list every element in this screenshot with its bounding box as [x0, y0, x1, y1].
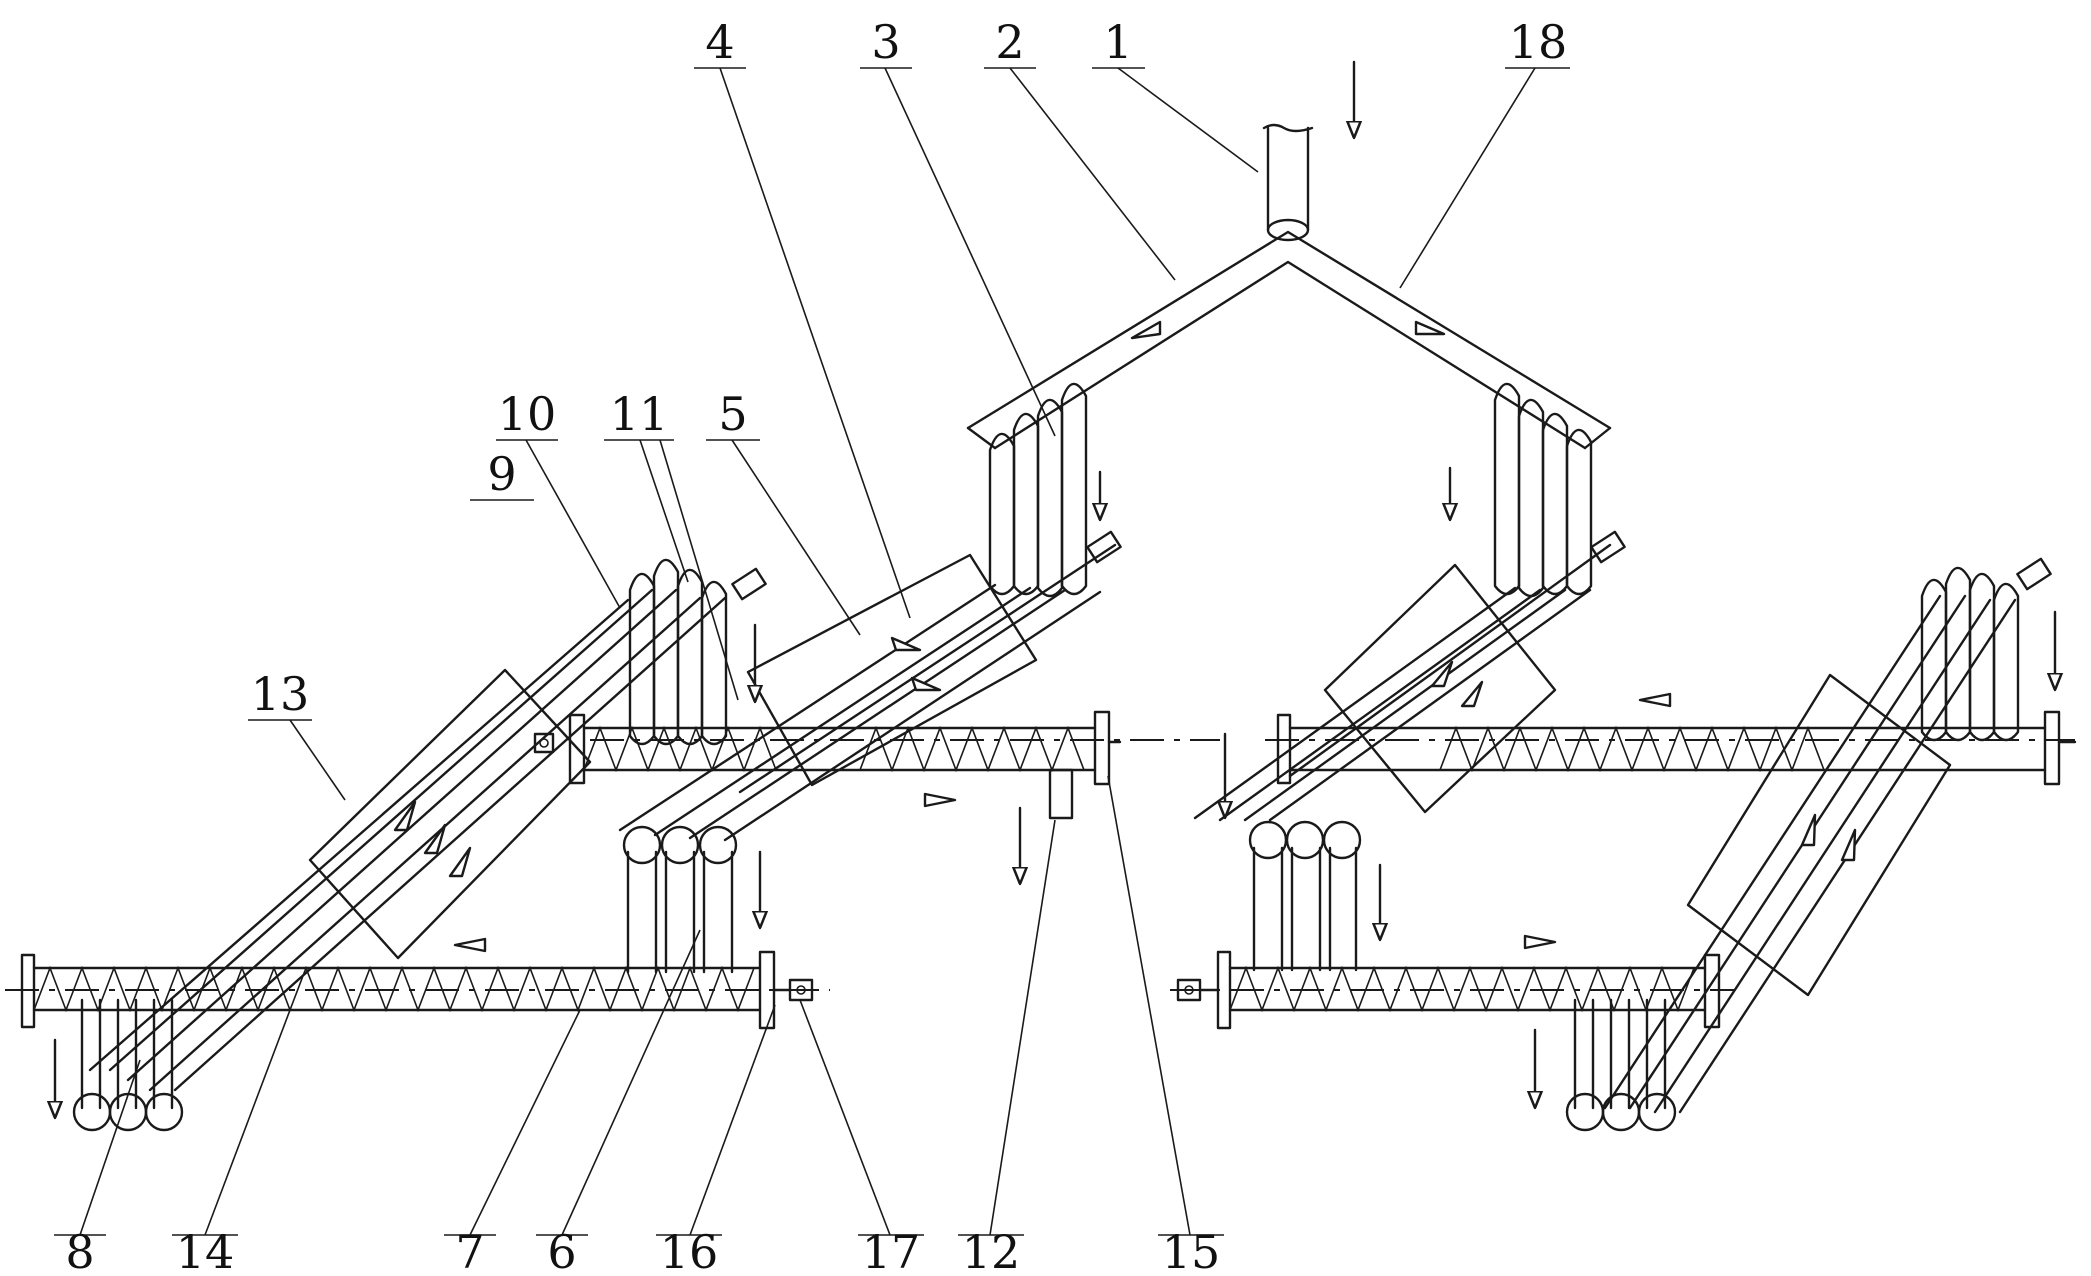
- heating-jacket-lower-right: [1686, 673, 1952, 997]
- label-5: 5: [718, 387, 747, 441]
- label-18: 18: [1509, 15, 1568, 69]
- flow-arrows-lower-screw-right: [1523, 934, 1557, 1110]
- y-distributor: [966, 230, 1612, 450]
- screw-conveyor-lower-right: [1176, 950, 1721, 1030]
- vertical-tube-bank-upper-far-right: [1920, 557, 2052, 742]
- flow-arrows-lower-left: [393, 800, 472, 878]
- vertical-tube-bank-mid-right: [1248, 820, 1380, 972]
- heating-jacket-lower-left: [308, 668, 592, 960]
- inclined-tubes-upper-right: [1193, 530, 1626, 822]
- heating-jacket-upper-right: [1323, 563, 1557, 814]
- label-12: 12: [962, 1225, 1021, 1276]
- label-11: 11: [610, 387, 669, 441]
- label-9: 9: [487, 447, 516, 501]
- label-1: 1: [1103, 15, 1132, 69]
- label-15: 15: [1162, 1225, 1221, 1276]
- vertical-tube-bank-bottom-right: [1565, 998, 1677, 1132]
- feed-inlet-pipe: [1262, 123, 1314, 242]
- leader-lines: [79, 67, 1536, 1236]
- heating-jacket-upper-left: [746, 553, 1038, 787]
- label-6: 6: [547, 1225, 576, 1276]
- label-14: 14: [176, 1225, 235, 1276]
- flow-arrows-lower-screw-left: [55, 937, 487, 1120]
- screw-conveyor-upper-right: [1276, 710, 2077, 786]
- vertical-tube-bank-mid-left: [622, 825, 760, 974]
- label-2: 2: [995, 15, 1024, 69]
- flow-arrows-upper-screw-left: [923, 792, 1020, 886]
- inclined-tubes-upper-left: [618, 530, 1122, 842]
- label-7: 7: [455, 1225, 484, 1276]
- label-16: 16: [660, 1225, 719, 1276]
- flow-arrows-lower-right: [1800, 813, 1857, 862]
- label-3: 3: [871, 15, 900, 69]
- flow-arrows-upper-left: [890, 636, 942, 692]
- flow-arrows-upper-screw-right: [1225, 610, 2055, 820]
- label-10: 10: [498, 387, 557, 441]
- screw-conveyor-upper-left: [533, 710, 1122, 820]
- inclined-tubes-lower-right: [1603, 594, 2017, 1114]
- vertical-tube-bank-upper-far-left: [628, 558, 767, 746]
- part-labels: 1 2 3 4 18 5 10 11 9 13 8 14 7 6 16 17 1…: [65, 15, 1567, 1276]
- vertical-tube-bank-bottom-left: [72, 998, 184, 1132]
- inclined-tubes-lower-left: [88, 588, 727, 1092]
- label-17: 17: [862, 1225, 921, 1276]
- label-underlines: [54, 67, 1570, 1236]
- label-4: 4: [705, 15, 734, 69]
- vertical-tube-bank-upper-right: [1450, 382, 1593, 598]
- flow-arrows-upper-right: [1430, 660, 1484, 708]
- label-8: 8: [65, 1225, 94, 1276]
- label-13: 13: [251, 667, 310, 721]
- flow-arrows-distributor: [1130, 60, 1446, 340]
